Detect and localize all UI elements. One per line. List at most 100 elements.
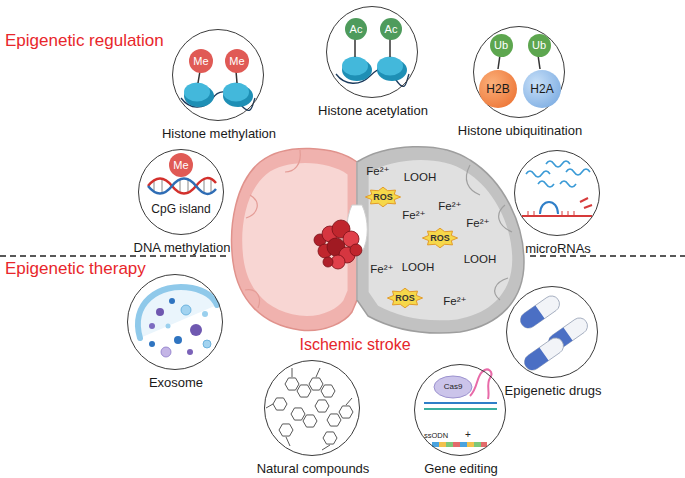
- ros-burst: ROS: [364, 186, 402, 208]
- label-holder: +: [465, 424, 471, 442]
- method-circle: DNA methylationMe: [138, 149, 224, 235]
- circle-ground: [127, 274, 223, 370]
- chemical-label: LOOH: [402, 261, 435, 273]
- tail-line: [538, 55, 540, 69]
- nucleosome: [377, 57, 403, 76]
- circle-caption: DNA methylation: [134, 240, 231, 255]
- mrna-strand: [522, 215, 592, 217]
- mark-text: Me: [193, 56, 208, 67]
- caption-holder: Histone methylation: [103, 124, 335, 142]
- label-holder: LOOH: [402, 257, 435, 275]
- circle-caption: microRNAs: [525, 241, 591, 256]
- divider-line: [0, 255, 228, 257]
- chemical-label: Fe²⁺: [466, 217, 489, 229]
- label-holder: CpG island: [151, 199, 210, 217]
- therapy-circle: Exosome: [127, 274, 223, 370]
- circle-caption: Histone acetylation: [318, 103, 428, 118]
- ros-text: ROS: [395, 294, 415, 303]
- left-hemisphere: [232, 148, 357, 330]
- acetyl-mark: Ac: [345, 18, 367, 40]
- circle-caption: Gene editing: [424, 461, 498, 476]
- method-circle: Histone acetylationAcAc: [326, 6, 418, 98]
- chemical-label: Fe²⁺: [438, 200, 461, 212]
- dna-strand: [424, 402, 497, 404]
- mark-text: H2B: [486, 83, 509, 95]
- label-holder: Epigenetic therapy: [5, 259, 146, 279]
- chemical-label: Fe²⁺: [402, 209, 425, 221]
- caption-holder: Histone acetylation: [257, 101, 489, 119]
- mirna-fragment: [580, 198, 588, 202]
- mirna-hairpin: [540, 202, 558, 214]
- label-holder: LOOH: [464, 249, 497, 267]
- method-circle: microRNAs: [514, 150, 600, 236]
- histone-ball: H2A: [523, 70, 561, 108]
- circle-ground: [414, 364, 506, 456]
- right-hemisphere: [357, 147, 524, 333]
- blood-clot: [314, 220, 362, 269]
- nucleosome: [223, 83, 249, 102]
- chemical-label: LOOH: [464, 253, 497, 265]
- mark-text: Me: [173, 160, 188, 171]
- exosome-cargo: [149, 298, 211, 357]
- annotation: +: [465, 429, 471, 440]
- label-holder: LOOH: [404, 167, 437, 185]
- label-holder: ssODN: [424, 424, 448, 442]
- caption-holder: Gene editing: [345, 459, 577, 477]
- tail-line: [354, 39, 356, 57]
- chemical-structure: [266, 368, 353, 450]
- circle-caption: Exosome: [149, 375, 203, 390]
- tail-line: [389, 39, 391, 57]
- mark-text: Ac: [350, 24, 363, 35]
- circle-ground: [172, 29, 264, 121]
- nucleosome: [342, 57, 368, 76]
- capsule: [517, 293, 562, 331]
- chemical-label: Fe²⁺: [370, 263, 393, 275]
- chemical-label: LOOH: [404, 171, 437, 183]
- caption-holder: Natural compounds: [195, 459, 431, 477]
- annotation: ssODN: [424, 431, 448, 440]
- mirna-fragment: [584, 205, 592, 208]
- burst-outline: [365, 187, 400, 207]
- therapy-circle: Epigenetic drugs: [506, 286, 598, 378]
- circle-ground: [138, 149, 224, 235]
- acetyl-mark: Ac: [380, 18, 402, 40]
- therapy-circle: Gene editingCas9: [414, 364, 506, 456]
- label-holder: Epigenetic regulation: [5, 31, 164, 51]
- circle-caption: Histone methylation: [162, 126, 276, 141]
- caption-holder: Ischemic stroke: [299, 336, 410, 354]
- circle-caption: Histone ubiquitination: [458, 123, 582, 138]
- caption-holder: Histone ubiquitination: [404, 121, 636, 139]
- label-holder: Fe²⁺: [443, 291, 466, 309]
- methyl-mark: Me: [225, 49, 249, 73]
- circle-ground: [506, 286, 598, 378]
- ros-burst: ROS: [386, 287, 424, 309]
- methyl-mark: Me: [169, 153, 193, 177]
- circle-caption: Epigenetic drugs: [505, 383, 602, 398]
- label-holder: Fe²⁺: [366, 161, 389, 179]
- region-title: Ischemic stroke: [299, 336, 410, 353]
- mirna-squiggles: [526, 161, 590, 187]
- label-holder: Fe²⁺: [370, 259, 393, 277]
- mark-text: Me: [229, 56, 244, 67]
- section-heading: Epigenetic regulation: [5, 31, 164, 50]
- label-holder: Fe²⁺: [438, 196, 461, 214]
- circle-ground: [473, 26, 565, 118]
- vesicle-membrane: [138, 287, 217, 338]
- mark-text: Ac: [385, 24, 398, 35]
- caption-holder: DNA methylation: [69, 238, 295, 256]
- ros-text: ROS: [430, 234, 450, 243]
- chemical-label: Fe²⁺: [366, 165, 389, 177]
- ros-text: ROS: [373, 193, 393, 202]
- mark-text: Ub: [494, 40, 508, 51]
- dna-strand: [148, 179, 216, 194]
- methyl-mark: Me: [189, 49, 213, 73]
- sulci: [466, 165, 512, 300]
- histone-ball: H2B: [479, 70, 517, 108]
- protein-text: Cas9: [444, 383, 463, 391]
- capsule: [521, 335, 566, 373]
- protein-outline: [434, 376, 472, 398]
- burst-outline: [422, 228, 457, 248]
- label-holder: Fe²⁺: [466, 213, 489, 231]
